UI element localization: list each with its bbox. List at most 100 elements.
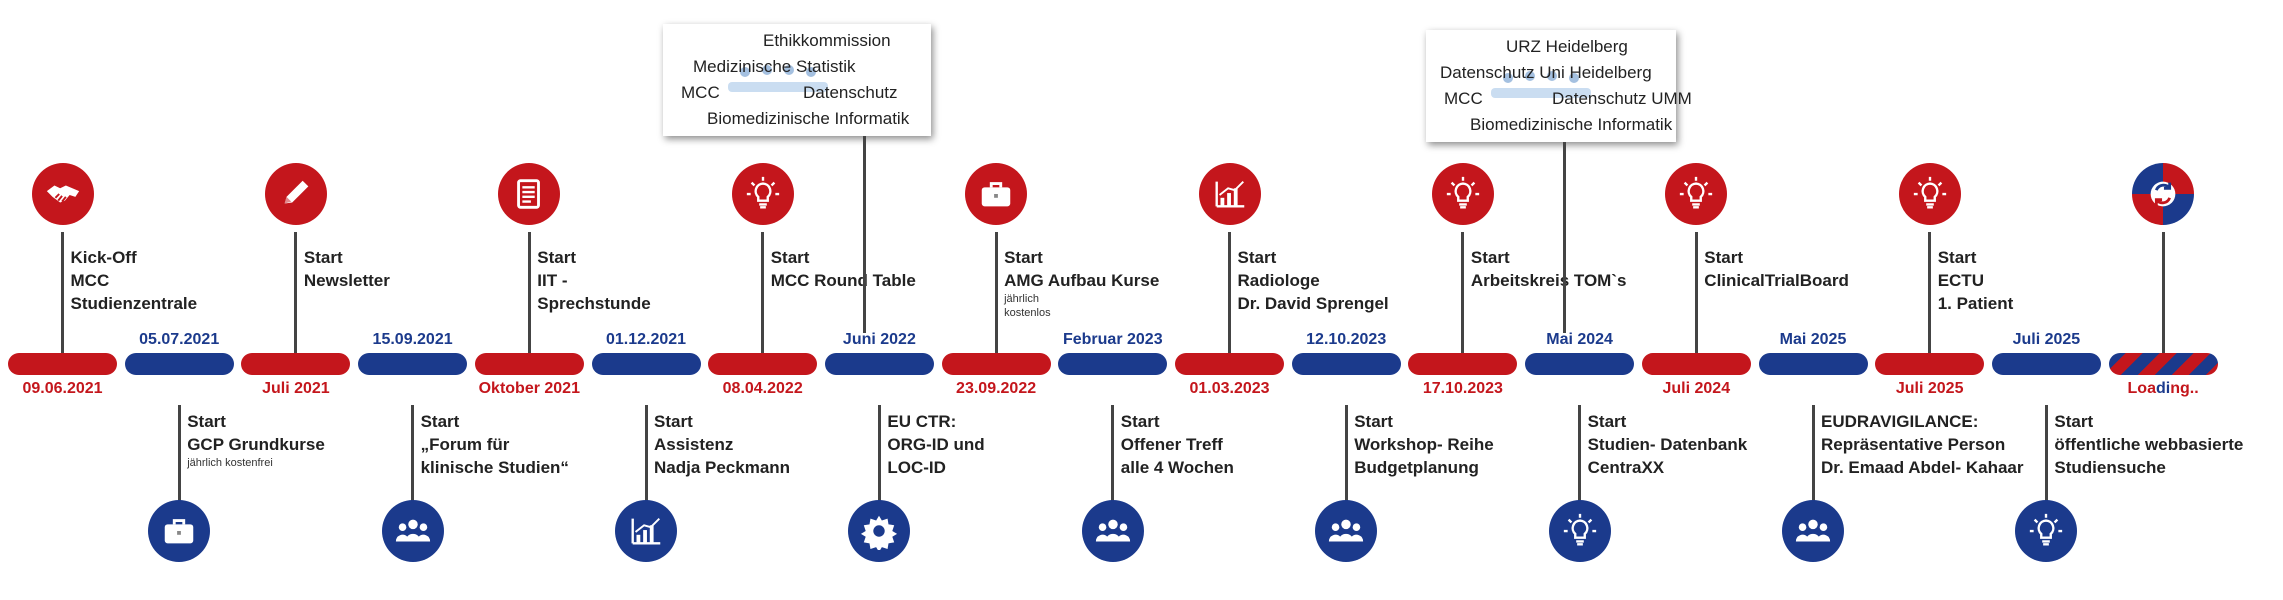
event-label-line: Repräsentative Person: [1821, 435, 2006, 454]
timeline-segment: [1175, 353, 1284, 375]
event-label-line: 1. Patient: [1937, 294, 2014, 313]
timeline-segment: [8, 353, 117, 375]
event-label-line: Nadja Peckmann: [654, 458, 791, 477]
lightbulb-badge: [731, 163, 794, 225]
connector-line: [294, 232, 298, 353]
event-date: 09.06.2021: [22, 380, 103, 397]
event-label-line: Studienzentrale: [70, 294, 198, 313]
connector-line: [1578, 405, 1582, 523]
event-label-line: Start: [303, 248, 343, 267]
event-label-line: MCC Round Table: [770, 271, 916, 290]
briefcase-icon: [160, 512, 198, 550]
event-date: Juli 2025: [2012, 331, 2081, 348]
event-label-line: Start: [1120, 412, 1160, 431]
event-label-line: GCP Grundkurse: [187, 435, 325, 454]
timeline-segment: [358, 353, 468, 375]
connector-line: [527, 232, 531, 353]
gear-badge: [848, 500, 911, 562]
event-label-line: Newsletter: [303, 271, 390, 290]
event-label-line: Studien- Datenbank: [1587, 435, 1748, 454]
connector-line: [994, 232, 998, 353]
group-badge: [1782, 500, 1844, 562]
connector-line: [1344, 405, 1348, 523]
group-badge: [1081, 500, 1144, 562]
timeline-segment: [474, 353, 584, 375]
timeline-segment: [1058, 353, 1168, 375]
timeline-segment: [2108, 353, 2218, 375]
connector-line: [1228, 232, 1231, 353]
loading-text: ng..: [2170, 380, 2199, 397]
event-label-line: ORG-ID und: [887, 435, 985, 454]
connector-line: [1111, 405, 1115, 523]
event-date: 01.12.2021: [605, 331, 687, 348]
pencil-icon: [277, 175, 315, 213]
event-label-line: Start: [1470, 248, 1510, 267]
event-label-line: MCC: [70, 271, 110, 290]
event-date: Loading..: [2088, 380, 2238, 398]
partner-name: Biomedizinische Informatik: [707, 109, 910, 128]
partner-name: Datenschutz: [803, 83, 898, 102]
connector-line: [1461, 232, 1465, 353]
event-label-line: Start: [770, 248, 810, 267]
refresh-badge: [2132, 163, 2195, 225]
event-date: 15.09.2021: [372, 331, 453, 348]
timeline-segment: [124, 353, 234, 375]
event-label-line: Dr. David Sprengel: [1237, 294, 1389, 313]
document-icon: [510, 175, 548, 213]
briefcase-badge: [148, 500, 211, 562]
connector-line: [61, 232, 64, 353]
event-label-line: Radiologe: [1237, 271, 1320, 290]
event-label-line: CentraXX: [1587, 458, 1665, 477]
timeline-segment: [824, 353, 934, 375]
bar-chart-icon: [627, 512, 665, 550]
loading-text: Loa: [2127, 380, 2156, 397]
event-date: 12.10.2023: [1306, 331, 1387, 348]
event-date: Juni 2022: [842, 331, 916, 348]
event-label-line: Budgetplanung: [1354, 458, 1479, 477]
event-label-line: LOC-ID: [887, 458, 946, 477]
partner-name: Medizinische Statistik: [693, 57, 856, 76]
partner-name: MCC: [681, 83, 720, 102]
timeline-segment: [941, 353, 1051, 375]
event-date: Mai 2025: [1779, 331, 1847, 348]
group-badge: [1315, 500, 1378, 562]
event-date: Februar 2023: [1062, 331, 1163, 348]
event-date: 17.10.2023: [1422, 380, 1503, 397]
lightbulb-icon: [1561, 512, 1599, 550]
handshake-icon: [44, 175, 82, 213]
event-label-line: Kick-Off: [70, 248, 137, 267]
event-label-line: „Forum für: [420, 435, 510, 454]
group-badge: [381, 500, 444, 562]
connector-line: [877, 405, 881, 523]
event-note: jährlich kostenfrei: [187, 457, 273, 469]
event-date: Juli 2025: [1895, 380, 1964, 397]
event-date: Oktober 2021: [478, 380, 580, 397]
event-label-line: Workshop- Reihe: [1354, 435, 1494, 454]
lightbulb-badge: [1898, 163, 1961, 225]
group-icon: [1794, 512, 1832, 550]
connector-line: [2044, 405, 2048, 523]
event-label-line: Start: [2054, 412, 2094, 431]
connector-line: [177, 405, 181, 523]
partner-name: URZ Heidelberg: [1506, 37, 1628, 56]
bar-chart-icon: [1211, 175, 1249, 213]
partner-name: Datenschutz UMM: [1552, 89, 1692, 108]
lightbulb-icon: [1444, 175, 1482, 213]
event-label-line: Start: [420, 412, 460, 431]
event-label-line: alle 4 Wochen: [1120, 458, 1234, 477]
lightbulb-badge: [1665, 163, 1728, 225]
refresh-icon: [2144, 175, 2182, 213]
pencil-badge: [264, 163, 327, 225]
box-connector-line: [1562, 142, 1566, 333]
lightbulb-badge: [2015, 500, 2078, 562]
